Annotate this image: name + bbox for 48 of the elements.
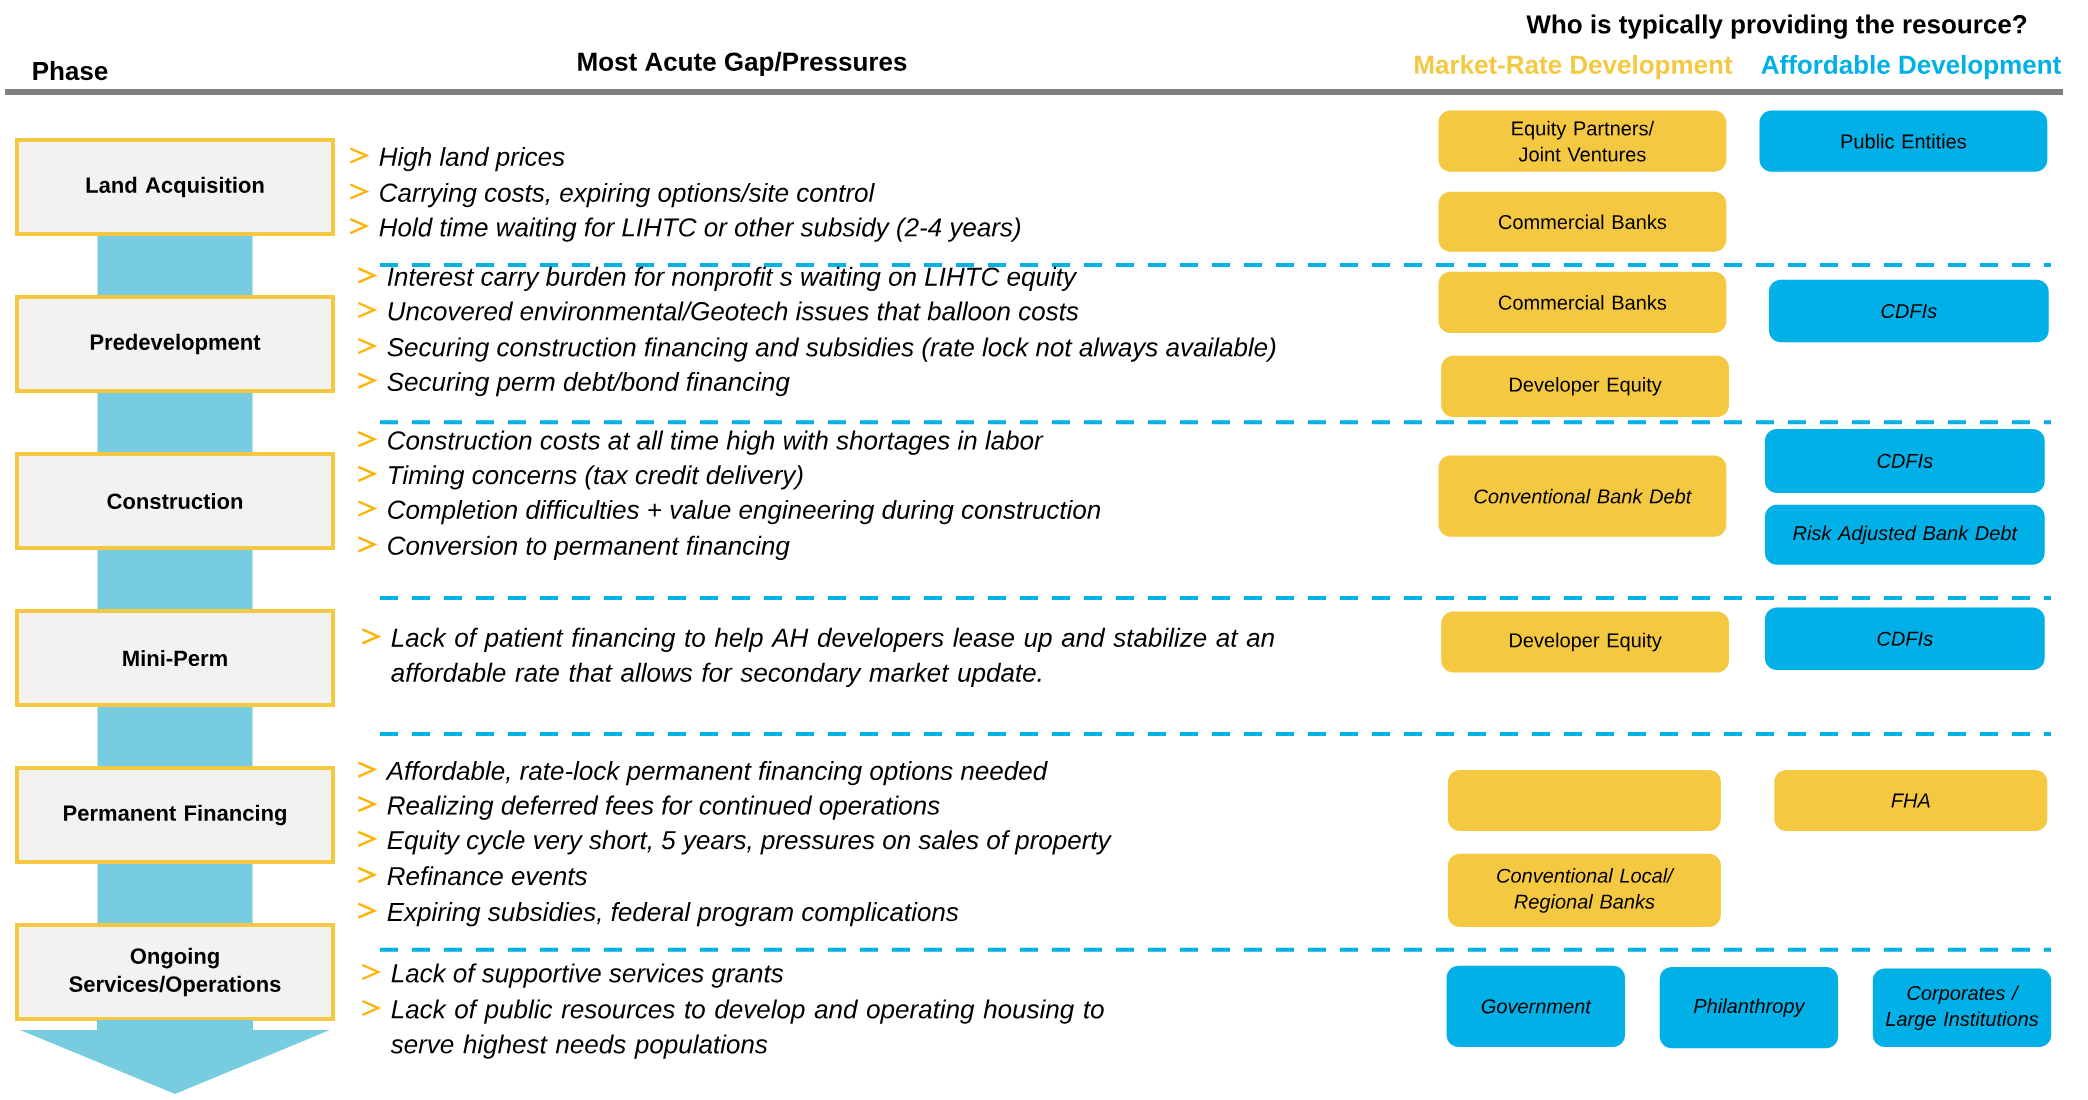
provider-box: CDFIs [1764,428,2045,493]
gap-text: Realizing deferred fees for continued operations [387,795,940,820]
gap-text: Securing construction financing and subsidies (rate lock not always available) [387,337,1276,362]
gap-text: Hold time waiting for LIHTC or other subsidy (2-4 years) [379,217,1021,242]
phase-box: Permanent Financing [15,766,335,864]
gap-text: Lack of public resources to develop and operating housing to serve highest needs populations [390,999,1104,1059]
provider-box: Conventional Local/ Regional Banks [1447,853,1721,927]
provider-box: Philanthropy [1659,967,1839,1049]
provider-box: Developer Equity [1441,611,1729,673]
gap-text: Carrying costs, expiring options/site control [380,182,875,208]
gap-text: Securing perm debt/bond financing [387,372,790,397]
gap-text: Construction costs at all time high with shortages in labor [388,430,1044,455]
gap-text: Timing concerns (tax credit delivery) [389,465,803,490]
provider-box: FHA [1774,769,2048,832]
gap-text: Refinance events [387,866,587,886]
gap-text: Lack of supportive services grants [391,963,784,988]
provider-box: Equity Partners/ Joint Ventures [1438,110,1727,172]
phase-box: Land Acquisition [15,138,335,236]
provider-box: Government [1446,965,1625,1047]
provider-box: Conventional Bank Debt [1438,455,1727,537]
provider-box: Public Entities [1759,110,2048,172]
gap-text: High land prices [379,146,565,172]
phase-box: Ongoing Services/Operations [15,923,335,1021]
column-heading: Phase [33,61,108,81]
gap-text: Equity cycle very short, 5 years, pressures on sales of property [387,830,1112,855]
gap-text: Interest carry burden for nonprofit s waiting on LIHTC equity [387,266,1078,292]
provider-box: Developer Equity [1441,355,1729,417]
provider-box: Commercial Banks [1438,271,1727,333]
gap-text: Expiring subsidies, federal program complications [387,902,959,927]
phase-box: Construction [15,452,335,550]
provider-box: CDFIs [1764,607,2045,670]
column-heading: Most Acute Gap/Pressures [578,51,907,77]
provider-box: Commercial Banks [1438,191,1727,252]
provider-box [1447,769,1721,832]
gap-text: Completion difficulties + value engineering during construction [388,499,1101,525]
gap-text: Conversion to permanent financing [388,535,790,561]
gap-text: Affordable, rate-lock permanent financing options needed [385,761,1048,786]
gap-text: Uncovered environmental/Geotech issues that balloon costs [388,301,1079,321]
column-heading: Market-Rate Development [1415,54,1733,80]
gap-text: Lack of patient financing to help AH developers lease up and stabilize at an affordable rate that allows for secondary market update. [391,627,1274,688]
phase-box: Predevelopment [15,295,335,393]
phase-box: Mini-Perm [15,609,335,707]
column-heading: Affordable Development [1761,54,2061,80]
provider-box: CDFIs [1768,279,2049,343]
provider-box: Risk Adjusted Bank Debt [1764,504,2045,565]
flow-arrow [20,1020,330,1094]
column-heading: Who is typically providing the resource? [1526,14,2027,39]
provider-box: Corporates / Large Institutions [1872,968,2052,1047]
